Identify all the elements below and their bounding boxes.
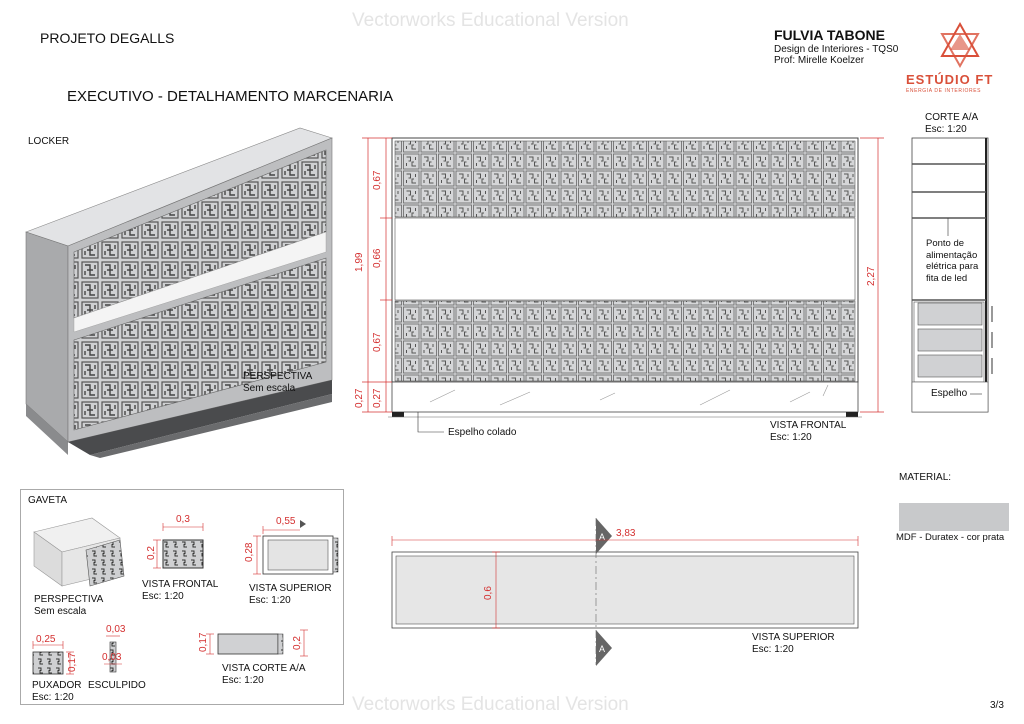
section-title: CORTE A/A	[925, 112, 979, 123]
drawer-front-view-scale: Esc: 1:20	[142, 591, 184, 602]
studio-name: ESTÚDIO FT	[906, 72, 994, 87]
front-dim-067-bottom: 0,67	[372, 332, 383, 352]
section-marker-top: A	[599, 532, 605, 542]
front-view-scale: Esc: 1:20	[770, 432, 812, 443]
plan-depth: 0,6	[483, 586, 494, 600]
carved-label: ESCULPIDO	[88, 680, 146, 691]
cut-height-2: 0,2	[292, 636, 303, 650]
mirror-glued-label: Espelho colado	[448, 427, 517, 438]
front-dim-066: 0,66	[372, 248, 383, 268]
watermark-top: Vectorworks Educational Version	[352, 10, 629, 31]
drawer-top-height: 0,28	[244, 542, 255, 562]
handle-scale: Esc: 1:20	[32, 692, 74, 703]
drawer-front-view-label: VISTA FRONTAL	[142, 579, 219, 590]
watermark-bottom: Vectorworks Educational Version	[352, 694, 629, 715]
handle-label: PUXADOR	[32, 680, 82, 691]
front-dim-067-top: 0,67	[372, 170, 383, 190]
studio-logo-icon	[940, 21, 980, 69]
section-mirror-label: Espelho	[930, 388, 969, 399]
section-note-line-1: Ponto de	[926, 238, 965, 249]
drawer-top-width: 0,55	[276, 516, 296, 527]
cut-view-scale: Esc: 1:20	[222, 675, 264, 686]
drawer-top-view-label: VISTA SUPERIOR	[249, 583, 332, 594]
professor-name: Prof: Mirelle Koelzer	[774, 55, 865, 66]
drawer-panel	[20, 489, 344, 705]
front-dim-227: 2,27	[866, 266, 877, 286]
section-note: Ponto de alimentação elétrica para fita …	[926, 238, 978, 284]
drawer-perspective-label: PERSPECTIVA	[34, 594, 104, 605]
locker-perspective-scale: Sem escala	[243, 383, 296, 394]
material-swatch	[899, 503, 1009, 531]
studio-tagline: ENERGIA DE INTERIORES	[906, 88, 982, 94]
cut-view-label: VISTA CORTE A/A	[222, 663, 306, 674]
plan-width: 3,83	[616, 528, 636, 539]
material-title: MATERIAL:	[899, 472, 952, 483]
locker-perspective-label: PERSPECTIVA	[243, 371, 313, 382]
drawer-front-width: 0,3	[176, 514, 190, 525]
plan-view-label: VISTA SUPERIOR	[752, 632, 835, 643]
carved-dim-1: 0,03	[106, 624, 126, 635]
project-title: PROJETO DEGALLS	[40, 30, 175, 46]
front-view-label: VISTA FRONTAL	[770, 420, 847, 431]
author-name: FULVIA TABONE	[774, 27, 885, 43]
drawer-front-height: 0,2	[146, 546, 157, 560]
locker-label: LOCKER	[28, 136, 70, 147]
section-note-line-4: fita de led	[926, 272, 968, 284]
page-number: 3/3	[990, 700, 1004, 711]
handle-width: 0,25	[36, 634, 56, 645]
carved-dim-2: 0,03	[102, 652, 122, 663]
plan-view-scale: Esc: 1:20	[752, 644, 794, 655]
course-name: Design de Interiores - TQS0	[774, 44, 899, 55]
section-note-line-2: alimentação	[926, 249, 978, 261]
front-dim-027-inner: 0,27	[372, 388, 383, 408]
cut-height: 0,17	[198, 632, 209, 652]
front-dim-199: 1,99	[354, 252, 365, 272]
drawer-perspective-scale: Sem escala	[34, 606, 87, 617]
front-dim-027-outer: 0,27	[354, 388, 365, 408]
section-note-line-3: elétrica para	[926, 261, 979, 272]
section-marker-bottom: A	[599, 644, 605, 654]
drawer-title: GAVETA	[28, 495, 68, 506]
section-scale: Esc: 1:20	[925, 124, 967, 135]
handle-height: 0,17	[67, 652, 78, 672]
drawer-top-view-scale: Esc: 1:20	[249, 595, 291, 606]
material-name: MDF - Duratex - cor prata	[896, 532, 1005, 543]
sheet-title: EXECUTIVO - DETALHAMENTO MARCENARIA	[67, 88, 394, 105]
